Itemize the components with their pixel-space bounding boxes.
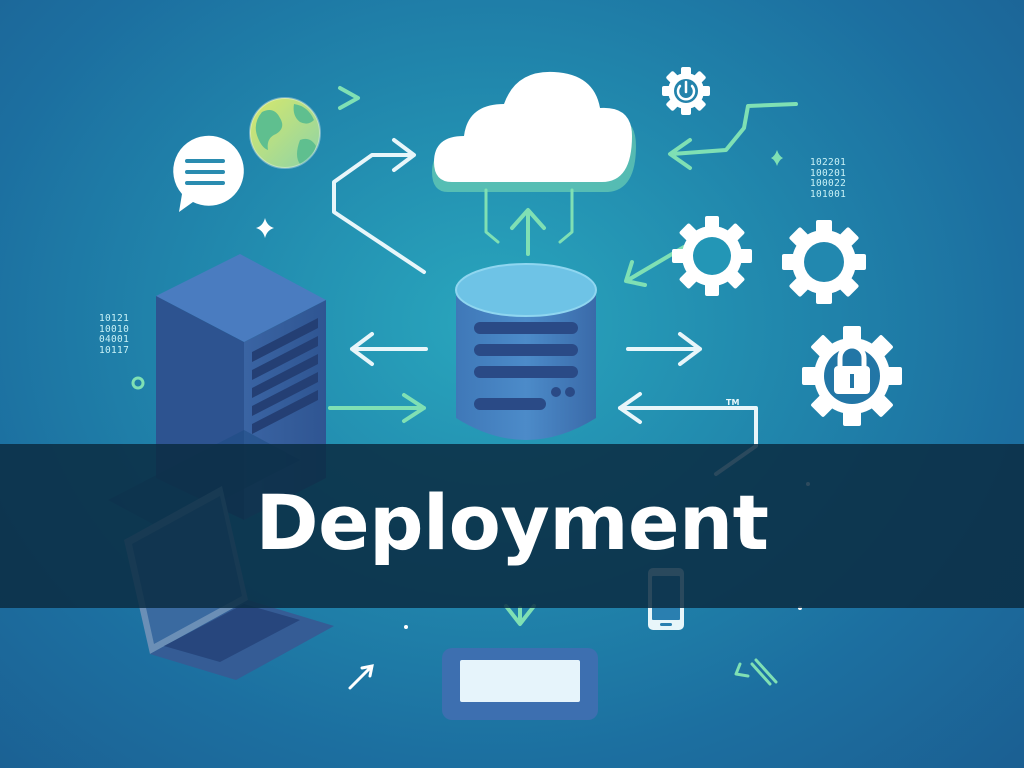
arrow-icon — [328, 393, 426, 423]
lock-gear-icon — [802, 326, 902, 426]
banner-title: Deployment — [255, 477, 769, 567]
gear-icon — [782, 220, 866, 304]
globe-icon — [249, 97, 321, 169]
arrow-icon — [510, 208, 546, 256]
title-banner: Deployment — [0, 444, 1024, 608]
cursor-icon — [348, 664, 374, 690]
arrow-icon — [618, 392, 642, 424]
arrow-icon — [392, 138, 416, 172]
power-gear-icon — [662, 67, 710, 115]
chevron-right-icon — [338, 86, 360, 110]
arrow-icon — [504, 604, 536, 626]
arrow-icon — [332, 153, 426, 274]
arrow-icon — [734, 658, 778, 686]
arrow-icon — [626, 332, 702, 366]
database-icon — [455, 263, 597, 440]
trademark-mark: TM — [726, 398, 740, 407]
binary-code-right: 102201 100201 100022 101001 — [810, 157, 847, 200]
arrow-icon — [668, 102, 798, 170]
arrow-icon — [484, 188, 574, 244]
tablet-icon — [442, 648, 598, 720]
arrow-icon — [350, 332, 428, 366]
cloud-icon — [432, 71, 636, 192]
gear-icon — [672, 216, 752, 296]
binary-code-left: 10121 10010 04001 10117 — [99, 313, 130, 356]
speech-bubble-icon — [173, 135, 244, 212]
